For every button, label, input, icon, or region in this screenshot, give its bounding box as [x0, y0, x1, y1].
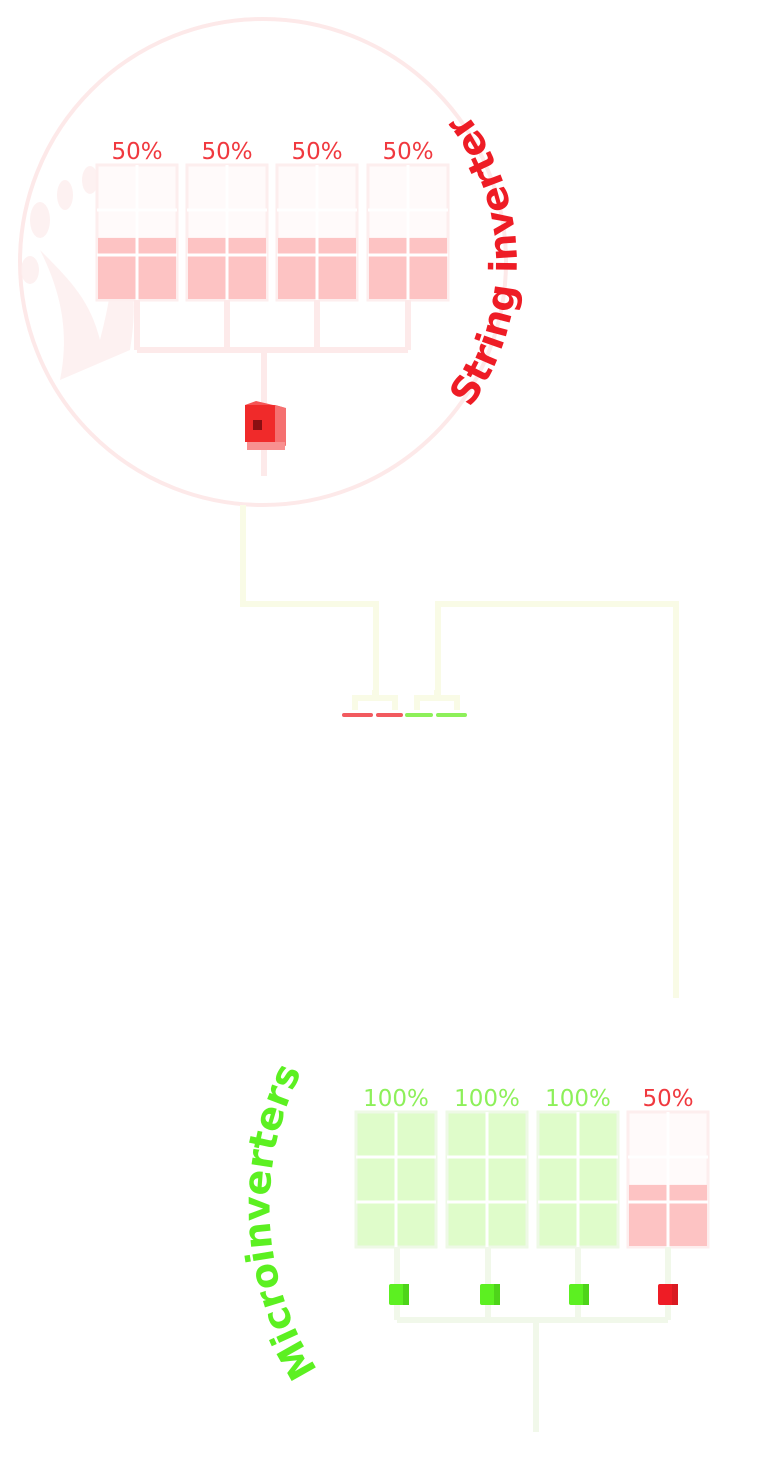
panel-output-label: 50%	[111, 139, 162, 165]
panel-output-label: 50%	[201, 139, 252, 165]
solar-panel: 50%	[185, 139, 269, 302]
micro-wiring	[394, 1247, 671, 1432]
solar-panel: 50%	[95, 139, 179, 302]
panel-output-label: 50%	[642, 1086, 693, 1112]
string-inverter-section: 50% 50% 50% 50% String inverter	[18, 17, 526, 507]
microinverters-title: Microinverters	[234, 1057, 325, 1388]
solar-panel: 50%	[366, 139, 450, 302]
microinverter-box-icon	[389, 1284, 409, 1305]
panel-output-label: 100%	[363, 1086, 429, 1112]
solar-panel: 100%	[536, 1086, 620, 1249]
panel-output-label: 50%	[382, 139, 433, 165]
microinverter-box-icon	[480, 1284, 500, 1305]
microinverter-boxes	[389, 1284, 678, 1305]
string-inverter-title: String inverter	[437, 107, 526, 413]
micro-panels: 100% 100% 100% 50%	[354, 1086, 710, 1249]
solar-panel: 50%	[626, 1086, 710, 1249]
microinverter-box-icon	[569, 1284, 589, 1305]
panel-output-label: 50%	[291, 139, 342, 165]
connection-wires	[240, 505, 679, 998]
string-panels: 50% 50% 50% 50%	[95, 139, 450, 302]
panel-output-label: 100%	[454, 1086, 520, 1112]
solar-panel: 100%	[445, 1086, 529, 1249]
string-inverter-box-icon	[245, 401, 286, 450]
string-inverter-title-text: String inverter	[437, 107, 526, 413]
string-wiring	[134, 300, 411, 476]
panel-output-label: 100%	[545, 1086, 611, 1112]
solar-panel: 50%	[275, 139, 359, 302]
microinverter-box-icon	[658, 1284, 678, 1305]
microinverters-title-text: Microinverters	[234, 1057, 325, 1388]
solar-panel: 100%	[354, 1086, 438, 1249]
string-inverter-circle	[18, 17, 508, 507]
microinverter-section: 100% 100% 100% 50% Microinverters	[234, 1057, 710, 1432]
